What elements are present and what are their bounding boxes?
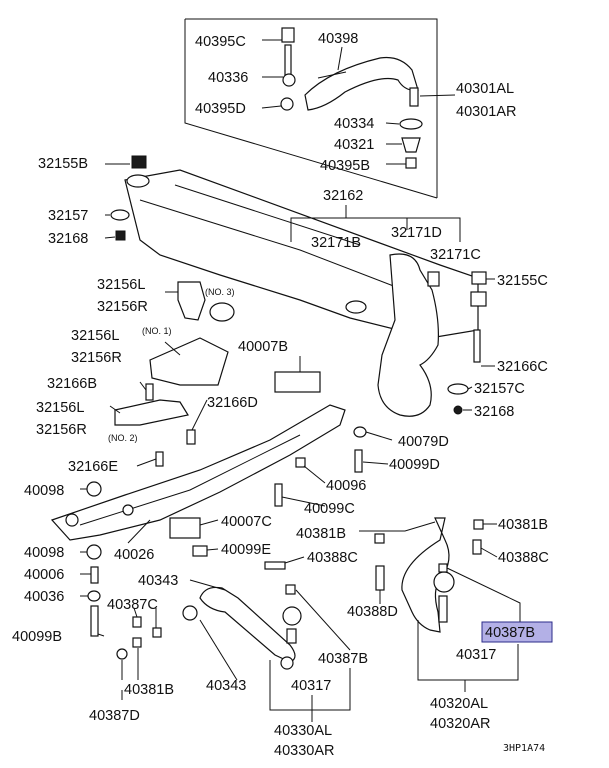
label-40096: 40096 [326,478,366,494]
label-40387b-highlight: 40387B [485,625,535,641]
label-40007b: 40007B [238,339,288,355]
label-32162: 32162 [323,188,363,204]
label-40395d: 40395D [195,101,246,117]
label-32171b: 32171B [311,235,361,251]
label-40381b-right: 40381B [498,517,548,533]
part-labels: 40395C 40398 40336 40395D 40334 40321 40… [12,31,549,759]
label-32171c: 32171C [430,247,481,263]
label-32156r-b: 32156R [71,350,122,366]
label-40006: 40006 [24,567,64,583]
label-40395b: 40395B [320,158,370,174]
label-32157: 32157 [48,208,88,224]
label-32171d: 32171D [391,225,442,241]
label-32156l-b: 32156L [71,328,119,344]
label-32155c: 32155C [497,273,548,289]
label-32155b: 32155B [38,156,88,172]
leader-lines [80,39,521,722]
label-32166d: 32166D [207,395,258,411]
mounting-brackets [114,281,235,467]
label-40036: 40036 [24,589,64,605]
label-40388c-right: 40388C [498,550,549,566]
label-40330ar: 40330AR [274,743,334,759]
label-40387b-bottom: 40387B [318,651,368,667]
highlight-box [481,621,553,643]
label-40321: 40321 [334,137,374,153]
label-40336: 40336 [208,70,248,86]
lower-member-part [50,371,367,637]
label-32166c: 32166C [497,359,548,375]
label-32156l-c: 32156L [36,400,84,416]
label-40381b-mid: 40381B [296,526,346,542]
label-40388d: 40388D [347,604,398,620]
label-40330al: 40330AL [274,723,332,739]
label-40301al: 40301AL [456,81,514,97]
label-32156r-a: 32156R [97,299,148,315]
lower-arm-part [374,517,484,633]
label-no3: (NO. 3) [205,287,235,297]
crossmember-part [110,155,487,417]
label-no2: (NO. 2) [108,433,138,443]
label-40387c: 40387C [107,597,158,613]
label-32166e: 32166E [68,459,118,475]
label-40301ar: 40301AR [456,104,516,120]
label-40079d: 40079D [398,434,449,450]
label-no1: (NO. 1) [142,326,172,336]
label-40343-bottom: 40343 [206,678,246,694]
label-40398: 40398 [318,31,358,47]
label-40388c-mid: 40388C [307,550,358,566]
label-40099e: 40099E [221,542,271,558]
label-32156l-a: 32156L [97,277,145,293]
label-40007c: 40007C [221,514,272,530]
label-40320al: 40320AL [430,696,488,712]
label-40334: 40334 [334,116,374,132]
label-40317-right: 40317 [456,647,496,663]
upper-arm-part [280,27,423,169]
lateral-link-part [116,584,302,670]
label-40395c: 40395C [195,34,246,50]
label-40343-top: 40343 [138,573,178,589]
label-40098-top: 40098 [24,483,64,499]
diagram-code: 3HP1A74 [503,743,545,754]
label-32166b: 32166B [47,376,97,392]
label-32168-top: 32168 [48,231,88,247]
label-40098-bottom: 40098 [24,545,64,561]
label-32157c: 32157C [474,381,525,397]
label-32168: 32168 [474,404,514,420]
label-40317-bottom: 40317 [291,678,331,694]
label-40381b-bottom: 40381B [124,682,174,698]
label-32156r-c: 32156R [36,422,87,438]
label-40026: 40026 [114,547,154,563]
label-40099c: 40099C [304,501,355,517]
upper-arm-group-frame [184,18,438,199]
label-40099b: 40099B [12,629,62,645]
label-40320ar: 40320AR [430,716,490,732]
label-40099d: 40099D [389,457,440,473]
label-40387d: 40387D [89,708,140,724]
